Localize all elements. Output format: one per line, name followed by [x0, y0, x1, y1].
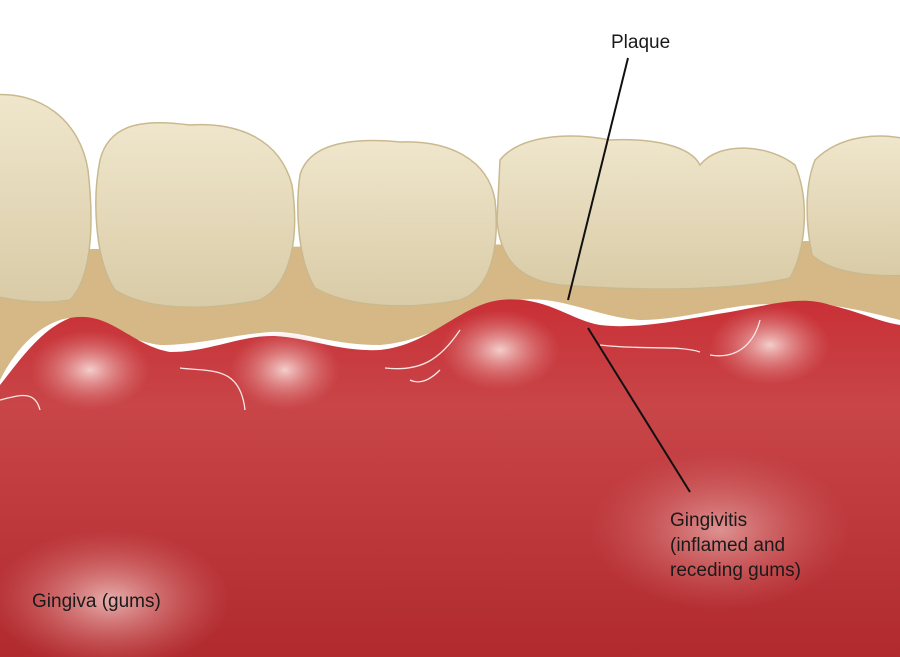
tooth: [496, 135, 806, 290]
plaque-label: Plaque: [611, 32, 671, 53]
gum-highlights: [0, 305, 850, 657]
gingiva-label: Gingiva (gums): [32, 591, 161, 612]
teeth: [0, 93, 900, 308]
tooth: [95, 121, 296, 308]
plaque-leader-line: [567, 57, 629, 301]
tooth: [0, 93, 92, 303]
gingivitis-label-line-3: receding gums): [670, 560, 801, 581]
gum-margin-highlights: [0, 319, 761, 411]
tooth: [297, 139, 497, 307]
gingivitis-label-line-1: Gingivitis: [670, 510, 748, 531]
gingivitis-label: Gingivitis (inflamed and receding gums): [670, 508, 801, 583]
gingivitis-label-line-2: (inflamed and: [670, 535, 786, 556]
gingivitis-leader-line: [587, 327, 691, 493]
tooth: [806, 135, 900, 277]
